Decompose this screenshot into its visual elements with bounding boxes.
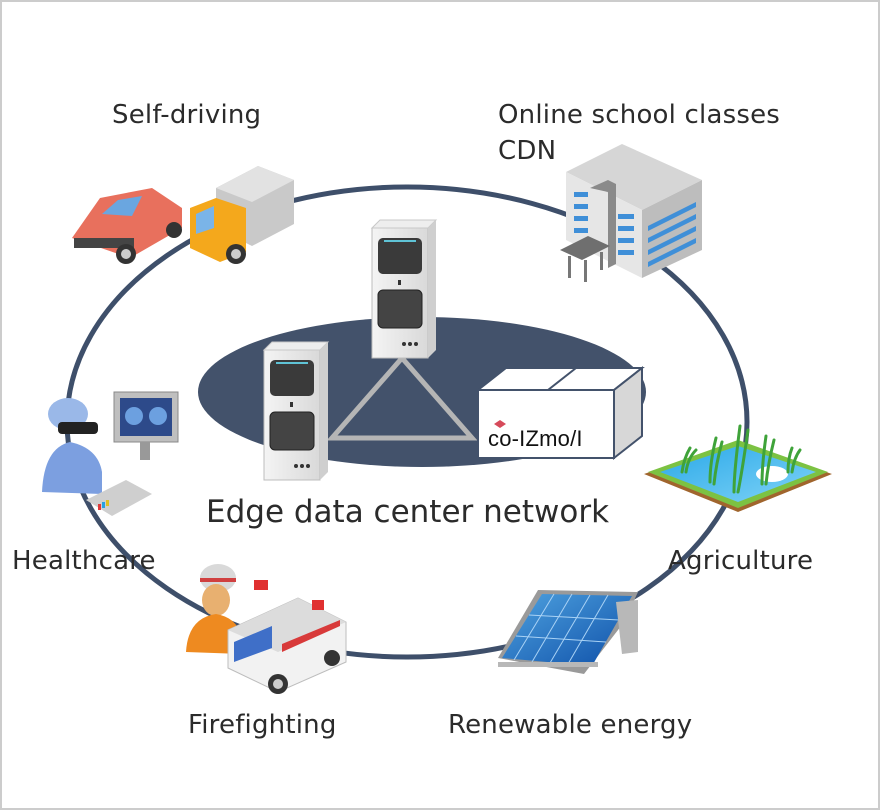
label-firefighting: Firefighting [188,710,337,740]
label-cdn: CDN [498,136,557,166]
car-and-truck-icon [72,166,294,264]
remote-surgery-icon [42,391,179,516]
rice-paddy-icon [644,424,832,512]
center-title: Edge data center network [206,494,610,530]
label-agriculture: Agriculture [668,546,814,576]
product-label: co-IZmo/I [488,426,583,451]
co-izmo-module-icon [475,365,645,461]
label-renewable-energy: Renewable energy [448,710,693,740]
school-building-icon [560,144,702,282]
solar-panel-icon [498,590,638,674]
ambulance-icon [186,564,347,694]
label-self-driving: Self-driving [112,100,262,130]
label-healthcare: Healthcare [12,546,156,576]
server-rack-icon [262,341,330,481]
label-online-school: Online school classes [498,100,781,130]
server-rack-icon [370,219,438,359]
network-link-triangle [326,354,478,441]
